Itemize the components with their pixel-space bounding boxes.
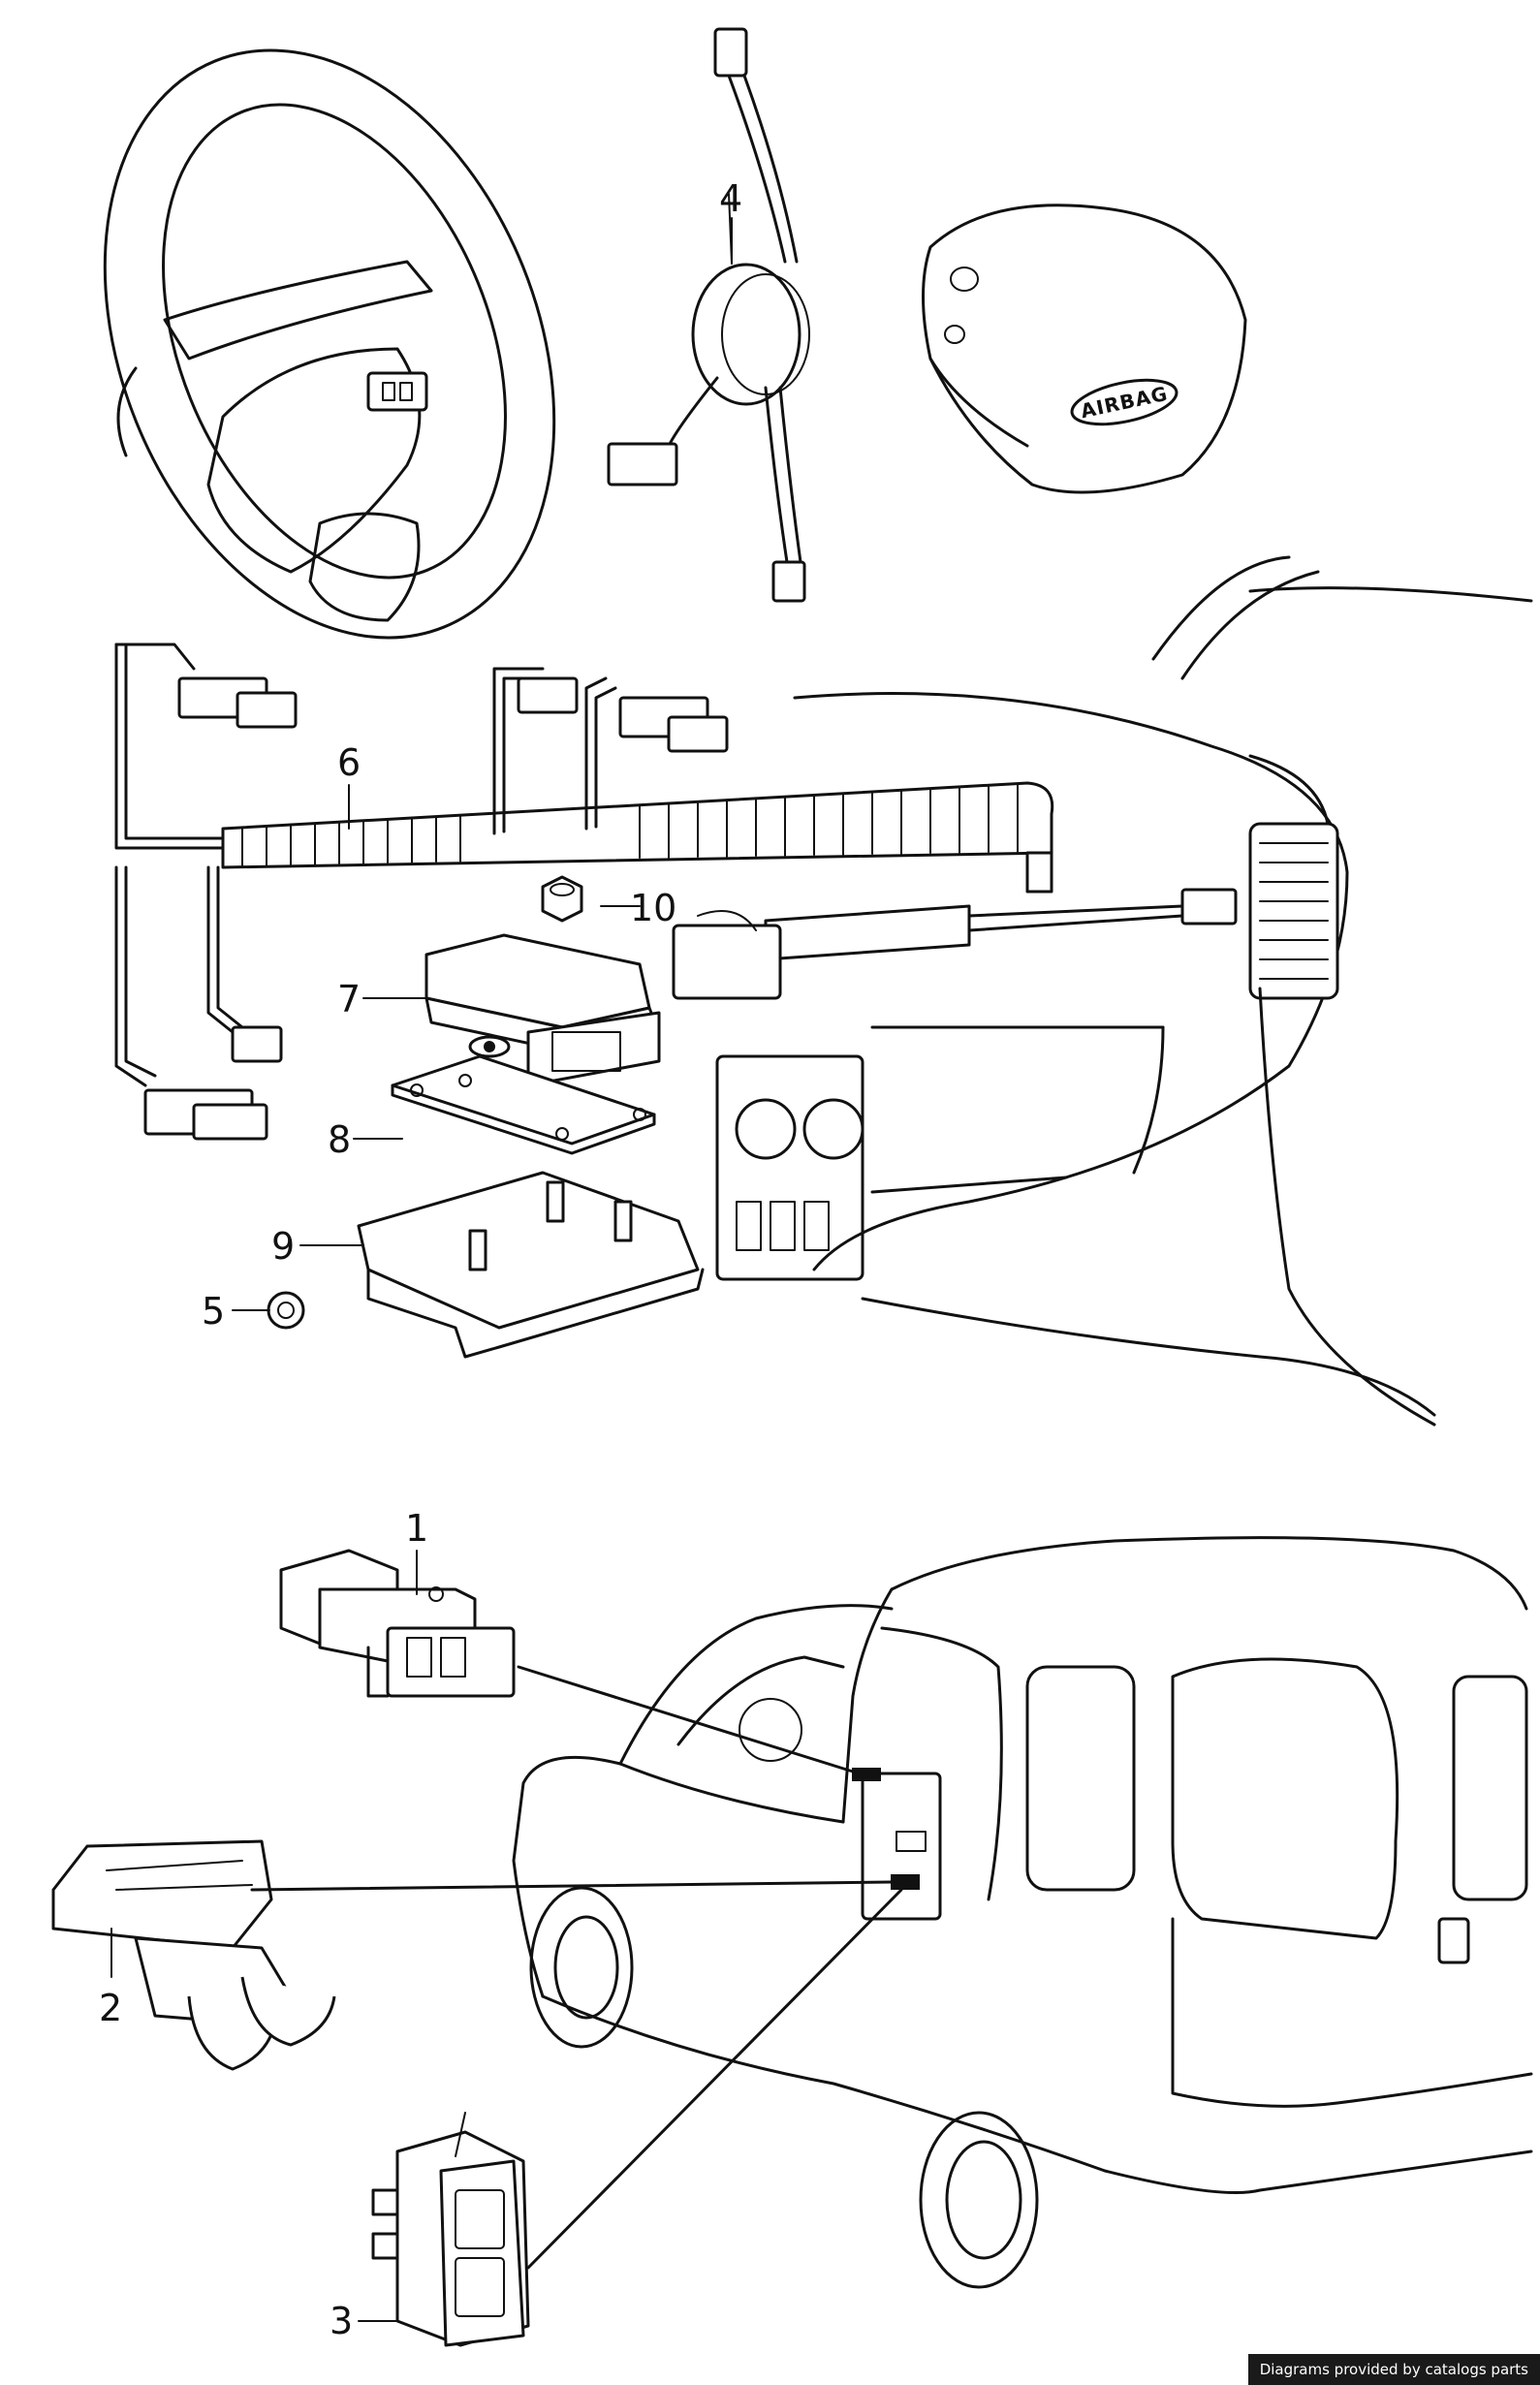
speed-nut [267, 1291, 305, 1330]
callout-9: 9 [271, 1225, 295, 1268]
diagram-credit: Diagrams provided by catalogs parts [1247, 2354, 1540, 2385]
switch-2 [51, 1839, 336, 2071]
callout-8: 8 [328, 1118, 351, 1161]
callout-7: 7 [337, 978, 361, 1020]
clock-spring [607, 27, 810, 603]
callout-4: 4 [719, 177, 742, 220]
van-illustration [512, 1536, 1533, 2289]
mounting-plate [391, 1054, 656, 1155]
callout-3: 3 [330, 2300, 353, 2342]
callout-5: 5 [202, 1290, 225, 1333]
dashboard [715, 555, 1533, 1427]
mounting-bracket [357, 1171, 705, 1359]
switch-3 [371, 2112, 530, 2347]
leader-lines [110, 217, 903, 2322]
callout-6: 6 [337, 741, 361, 784]
wiring-harness [114, 643, 1238, 1141]
steering-wheel [103, 48, 556, 640]
airbag-cover: AIRBAG [922, 204, 1247, 494]
nut [541, 875, 583, 923]
harness-wrap-ribs [241, 783, 1019, 866]
airbag-control-unit [424, 933, 661, 1087]
switch-1 [279, 1549, 516, 1698]
callout-2: 2 [99, 1987, 122, 2029]
callout-numbers: 1 2 3 4 5 6 7 8 9 10 [99, 177, 742, 2342]
callout-1: 1 [405, 1507, 428, 1550]
callout-10: 10 [630, 887, 676, 929]
dash-vent-slats [1259, 842, 1329, 980]
